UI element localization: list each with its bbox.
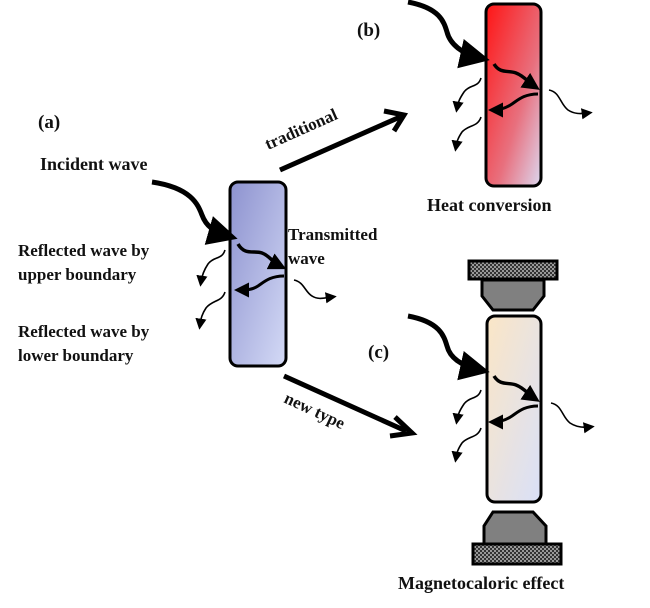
transmitted-wave-arrow [293,279,337,304]
reflected-upper-arrow [196,249,226,287]
panel-a: (a) Incident wave Reflected wave by uppe… [18,112,378,368]
transmitted-wave-label-line2: wave [288,249,325,268]
incident-wave-arrow [151,179,238,245]
panel-b-label: (b) [357,20,380,41]
incident-wave-label: Incident wave [40,154,148,174]
arrow-new-type: new type [281,373,418,439]
reflected-lower-arrow-c [451,427,482,463]
internal-wave-back-b [488,92,539,118]
panel-c: (c) Magnetocaloric effect [368,259,595,593]
transmitted-wave-arrow-c [550,402,595,434]
heat-conversion-caption: Heat conversion [427,195,551,215]
top-magnet-plate [467,259,559,281]
reflected-lower-arrow [195,291,226,330]
transmitted-wave-arrow-b [548,89,593,120]
internal-wave-back [234,274,285,298]
bottom-magnet-pole [482,510,548,546]
bottom-magnet-plate [471,542,563,566]
incident-wave-arrow-b [407,0,490,69]
slab-c [485,314,543,504]
panel-c-label: (c) [368,342,389,363]
traditional-arrow-head [383,108,409,133]
reflected-upper-label-line1: Reflected wave by [18,241,150,260]
traditional-arrow-shaft [278,114,402,173]
reflected-upper-arrow-b [452,77,482,113]
magnetocaloric-caption: Magnetocaloric effect [398,573,564,593]
reflected-upper-label-line2: upper boundary [18,265,137,284]
internal-wave-forward-c [492,374,540,402]
arrow-traditional: traditional [262,105,409,173]
reflected-lower-label-line1: Reflected wave by [18,322,150,341]
panel-a-label: (a) [38,112,60,133]
reflected-upper-arrow-c [452,389,482,425]
top-magnet-pole [480,278,546,312]
reflected-lower-arrow-b [451,116,482,152]
slab-a [228,180,288,368]
new-type-arrow-shaft [282,373,408,434]
new-type-label: new type [281,388,348,433]
incident-wave-arrow-c [407,313,490,381]
slab-b [484,2,543,188]
new-type-arrow-head [389,415,418,439]
transmitted-wave-label-line1: Transmitted [288,225,378,244]
panel-b: (b) Heat conversion [357,0,593,215]
internal-wave-forward [236,243,287,270]
reflected-lower-label-line2: lower boundary [18,346,134,365]
internal-wave-back-c [488,404,539,430]
internal-wave-forward-b [492,62,540,90]
